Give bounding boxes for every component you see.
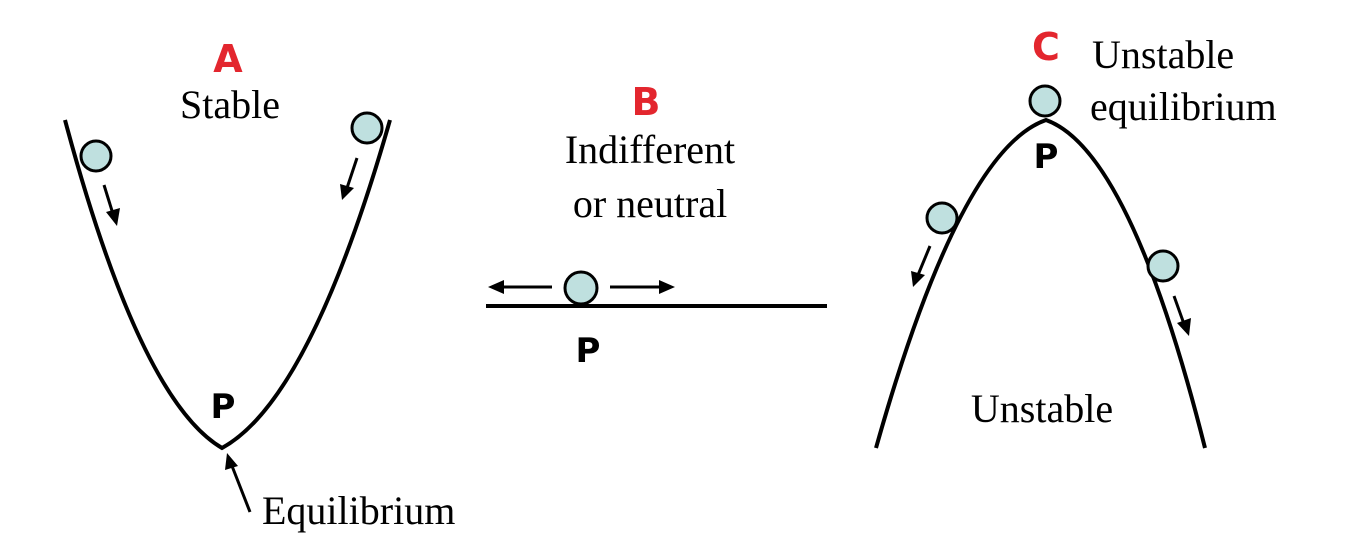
arrow-right-b xyxy=(610,280,675,294)
panel-b-letter: B xyxy=(632,80,661,124)
panel-a-point-label: P xyxy=(211,387,236,427)
panel-c-note: Unstable xyxy=(971,386,1113,431)
panel-a-note: Equilibrium xyxy=(262,488,455,533)
ball-left-slope xyxy=(925,201,959,235)
valley-curve xyxy=(63,119,392,451)
panel-a-stable: A Stable P Equilibrium xyxy=(63,37,455,533)
panel-b-title-line1: Indifferent xyxy=(565,127,735,172)
panel-b-neutral: B Indifferent or neutral P xyxy=(486,80,827,371)
ball-center xyxy=(563,270,599,306)
ball-top xyxy=(1028,84,1062,118)
arrow-down-left-c1 xyxy=(911,245,932,287)
panel-c-title-line2: equilibrium xyxy=(1090,84,1277,129)
hill-curve xyxy=(874,117,1207,449)
arrow-down-right-a1 xyxy=(102,184,120,226)
panel-a-title: Stable xyxy=(180,82,280,127)
panel-a-letter: A xyxy=(213,37,243,81)
ball-left xyxy=(79,139,113,173)
equilibrium-pointer-arrow xyxy=(225,453,252,513)
panel-c-unstable: C Unstable equilibrium P Unstable xyxy=(874,25,1277,449)
panel-c-letter: C xyxy=(1032,25,1060,69)
arrow-left-b xyxy=(488,280,552,294)
panel-b-point-label: P xyxy=(576,331,601,371)
arrow-down-left-a2 xyxy=(340,157,359,200)
ball-right xyxy=(350,111,384,145)
panel-b-title-line2: or neutral xyxy=(573,181,727,226)
ball-right-slope xyxy=(1146,249,1180,283)
panel-c-title-line1: Unstable xyxy=(1092,32,1234,77)
panel-c-point-label: P xyxy=(1034,137,1059,177)
arrow-down-right-c2 xyxy=(1172,295,1191,336)
